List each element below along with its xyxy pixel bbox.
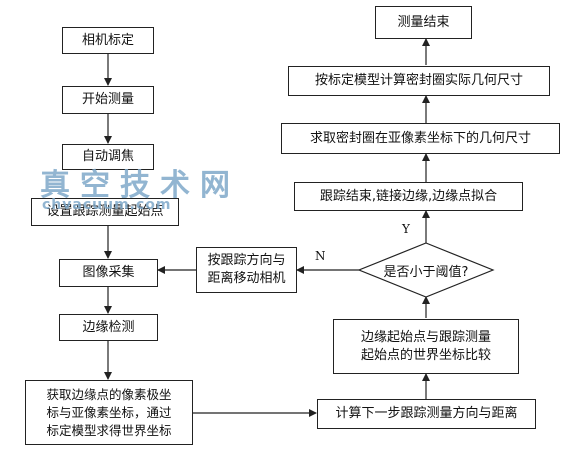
decision-text: 是否小于阈值? bbox=[383, 265, 469, 280]
box-compare: 边缘起始点与跟踪测量 起始点的世界坐标比较 bbox=[333, 319, 519, 374]
box-actual-size: 按标定模型计算密封圈实际几何尺寸 bbox=[288, 66, 550, 96]
box-get-coords: 获取边缘点的像素极坐 标与亚像素坐标，通过 标定模型求得世界坐标 bbox=[25, 380, 193, 445]
edge-label-yes: Y bbox=[402, 222, 410, 236]
box-calibrate: 相机标定 bbox=[62, 27, 154, 54]
box-move-camera: 按跟踪方向与 距离移动相机 bbox=[196, 247, 297, 293]
box-edge-detect: 边缘检测 bbox=[59, 314, 158, 341]
decision-diamond bbox=[357, 242, 495, 298]
edge-label-no: N bbox=[315, 249, 326, 263]
box-set-start: 设置跟踪测量起始点 bbox=[31, 198, 179, 226]
box-calc-next: 计算下一步跟踪测量方向与距离 bbox=[317, 399, 536, 429]
box-link-edges: 跟踪结束,链接边缘,边缘点拟合 bbox=[294, 182, 523, 211]
box-capture: 图像采集 bbox=[59, 259, 158, 287]
box-start: 开始测量 bbox=[62, 86, 154, 114]
box-subpixel-size: 求取密封圈在亚像素坐标下的几何尺寸 bbox=[281, 123, 560, 154]
box-end: 测量结束 bbox=[375, 6, 472, 39]
box-autofocus: 自动调焦 bbox=[62, 144, 154, 170]
